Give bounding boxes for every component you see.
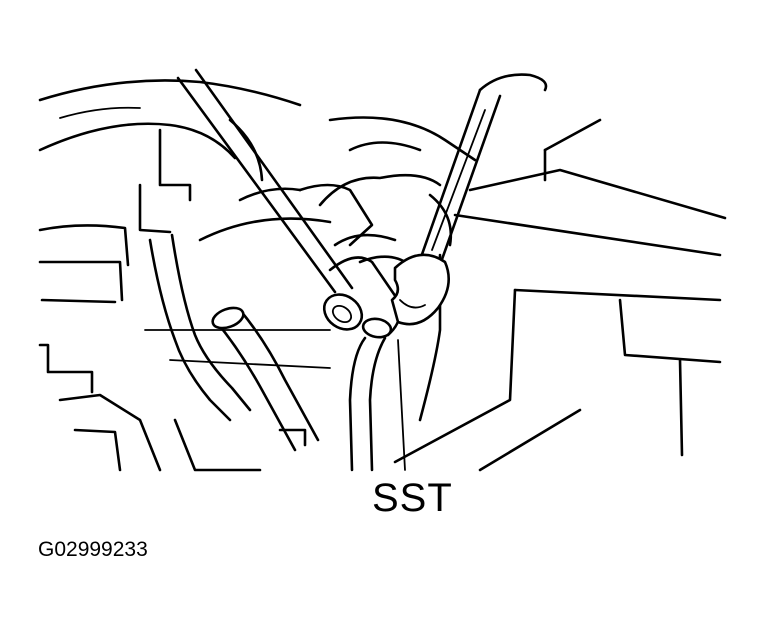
figure-id: G02999233 — [38, 538, 148, 561]
engine-background — [38, 79, 477, 472]
body-panel — [393, 118, 727, 472]
engine-hoses — [148, 233, 320, 452]
wrench-icon — [390, 73, 548, 326]
extension-bar — [176, 68, 354, 294]
hand — [318, 173, 453, 267]
sst-callout-label: SST — [372, 476, 453, 520]
fuel-line — [348, 336, 387, 472]
sst-leader-line — [397, 339, 406, 471]
socket-tool-icon — [322, 256, 402, 339]
